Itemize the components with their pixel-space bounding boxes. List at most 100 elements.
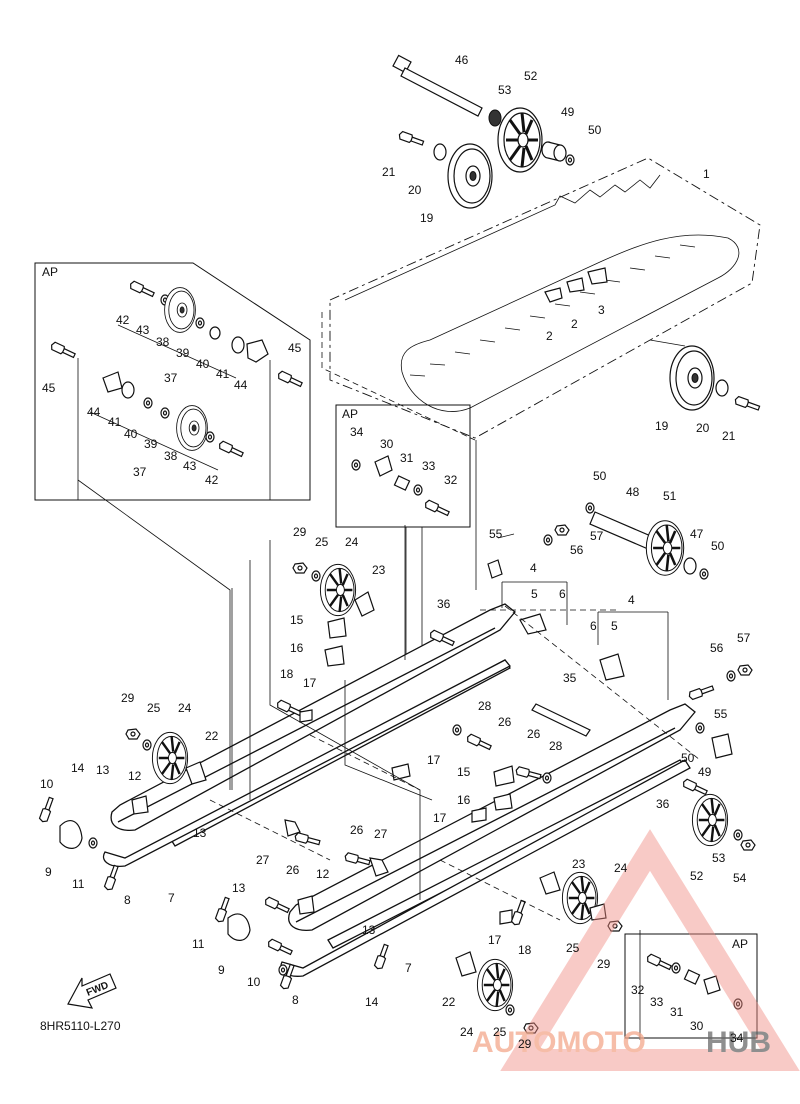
- callout: 39: [176, 346, 190, 360]
- callout: 6: [590, 619, 597, 633]
- callout: 34: [730, 1031, 744, 1045]
- callout: 29: [293, 525, 307, 539]
- callout: 45: [42, 381, 56, 395]
- rear-shafts: [480, 502, 753, 761]
- callout: 53: [712, 851, 726, 865]
- leader-lines: [77, 440, 641, 1040]
- callout: 2: [546, 329, 553, 343]
- callout: 44: [234, 378, 248, 392]
- callout: 48: [626, 485, 640, 499]
- callout: 8: [124, 893, 131, 907]
- fwd-arrow-icon: FWD: [67, 973, 117, 1009]
- callout: 24: [614, 861, 628, 875]
- callout: 24: [178, 701, 192, 715]
- callout: 8: [292, 993, 299, 1007]
- callout: 22: [205, 729, 219, 743]
- callout: 10: [247, 975, 261, 989]
- callout: 13: [362, 923, 376, 937]
- callout: 52: [690, 869, 704, 883]
- callout: 1: [703, 167, 710, 181]
- callout: 10: [40, 777, 54, 791]
- callout: 13: [193, 826, 207, 840]
- callout: 49: [698, 765, 712, 779]
- callout: 43: [136, 323, 150, 337]
- callout: 53: [498, 83, 512, 97]
- callout: 39: [144, 437, 158, 451]
- callout: 28: [478, 699, 492, 713]
- callout: 22: [442, 995, 456, 1009]
- callout: 17: [303, 676, 317, 690]
- callout: 34: [350, 425, 364, 439]
- callout: 29: [518, 1037, 532, 1051]
- callout: 35: [563, 671, 577, 685]
- callout: 26: [350, 823, 364, 837]
- callout: 40: [196, 357, 210, 371]
- ap-label-middle: AP: [342, 407, 358, 421]
- callout: 52: [524, 69, 538, 83]
- ap-box-left: [34, 262, 311, 501]
- callout: 50: [588, 123, 602, 137]
- callout: 9: [45, 865, 52, 879]
- callout: 36: [437, 597, 451, 611]
- right-rail-lower: [227, 703, 756, 1034]
- callout: 20: [408, 183, 422, 197]
- callout: 43: [183, 459, 197, 473]
- callout: 2: [571, 317, 578, 331]
- callout: 20: [696, 421, 710, 435]
- callout: 47: [690, 527, 704, 541]
- watermark-part1: AUTOMOTO: [472, 1026, 646, 1059]
- callout: 14: [365, 995, 379, 1009]
- callout: 25: [566, 941, 580, 955]
- callout: 6: [559, 587, 566, 601]
- callout: 50: [593, 469, 607, 483]
- callout: 45: [288, 341, 302, 355]
- callout: 5: [611, 619, 618, 633]
- watermark-part2: HUB: [706, 1026, 771, 1059]
- callout: 3: [598, 303, 605, 317]
- callout: 24: [460, 1025, 474, 1039]
- callout: 7: [168, 891, 175, 905]
- callout: 46: [455, 53, 469, 67]
- ap-label-left: AP: [42, 265, 58, 279]
- ap-label-bottom: AP: [732, 937, 748, 951]
- callout: 57: [737, 631, 751, 645]
- callout: 51: [663, 489, 677, 503]
- callout: 31: [670, 1005, 684, 1019]
- callout: 36: [656, 797, 670, 811]
- callout: 55: [489, 527, 503, 541]
- callout: 28: [549, 739, 563, 753]
- callout: 50: [681, 751, 695, 765]
- callout: 49: [561, 105, 575, 119]
- callout: 37: [164, 371, 178, 385]
- callout: 16: [290, 641, 304, 655]
- callout: 26: [286, 863, 300, 877]
- callout: 13: [232, 881, 246, 895]
- track-clips: [544, 267, 608, 303]
- callout: 26: [498, 715, 512, 729]
- callout: 30: [380, 437, 394, 451]
- callout: 26: [527, 727, 541, 741]
- callout: 42: [116, 313, 130, 327]
- callout: 17: [427, 753, 441, 767]
- idler-wheel-spoked: [496, 106, 544, 174]
- callout: 40: [124, 427, 138, 441]
- left-rail-upper: [59, 560, 516, 867]
- ap-box-middle: [335, 404, 471, 665]
- callout: 23: [572, 857, 586, 871]
- callout: 21: [382, 165, 396, 179]
- callout: 56: [570, 543, 584, 557]
- callout: 32: [631, 983, 645, 997]
- callout: 37: [133, 465, 147, 479]
- callout: 7: [405, 961, 412, 975]
- callout: 31: [400, 451, 414, 465]
- front-left-parts: [38, 562, 528, 991]
- watermark: AUTOMOTO HUB: [472, 829, 800, 1071]
- callout: 42: [205, 473, 219, 487]
- callout: 38: [164, 449, 178, 463]
- callout: 33: [650, 995, 664, 1009]
- callout: 27: [374, 827, 388, 841]
- callout: 38: [156, 335, 170, 349]
- callout: 19: [655, 419, 669, 433]
- callout: 9: [218, 963, 225, 977]
